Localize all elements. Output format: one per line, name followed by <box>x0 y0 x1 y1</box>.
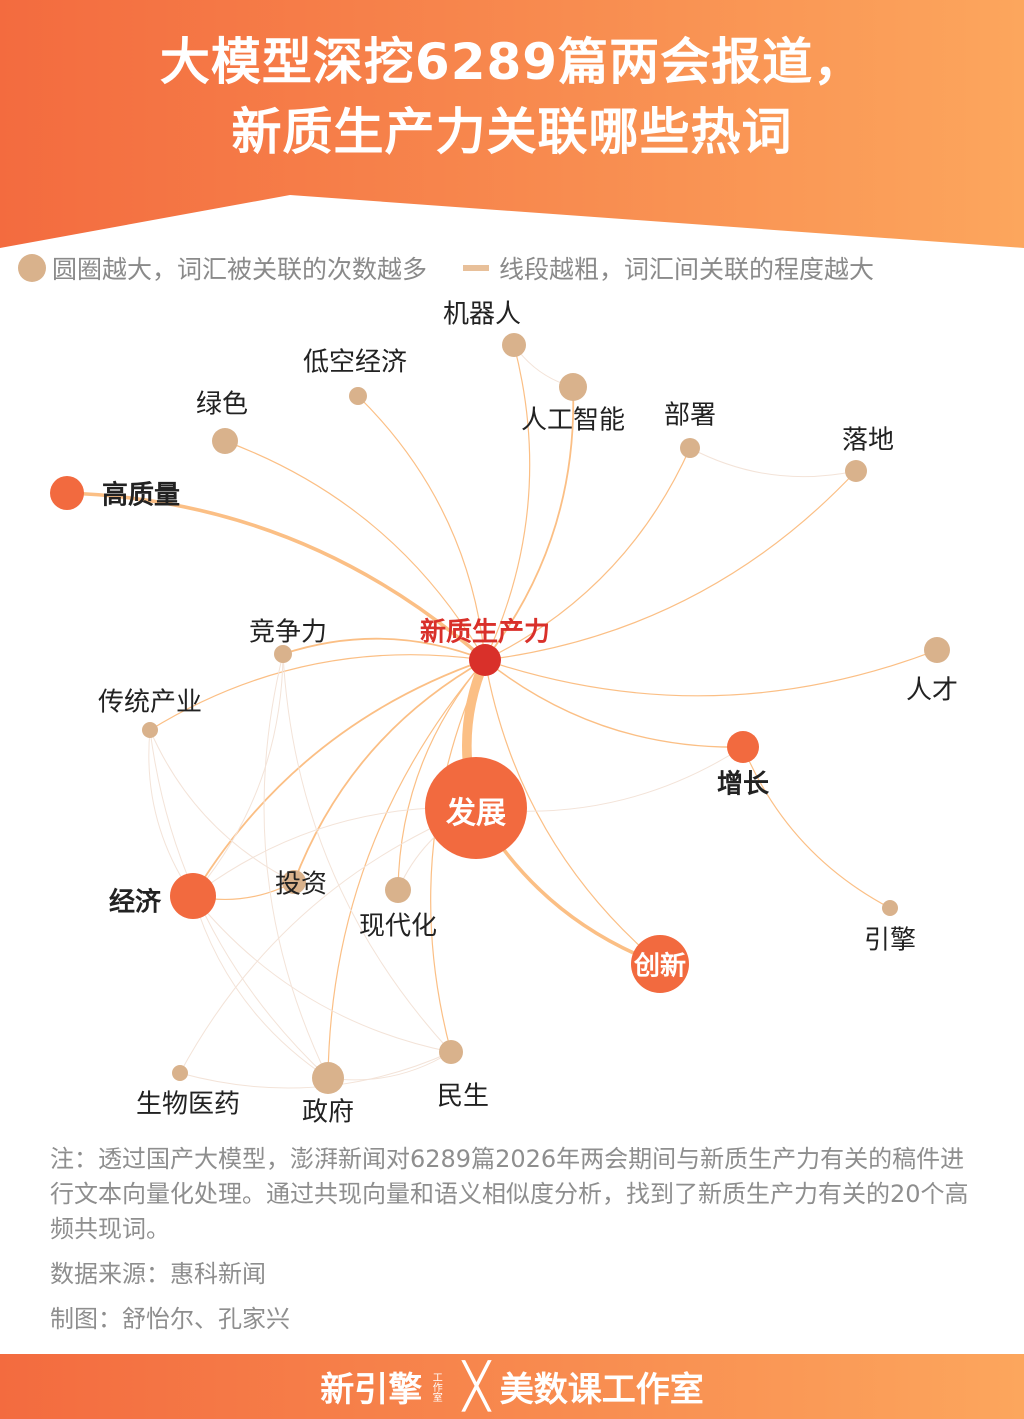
node-deploy <box>680 438 700 458</box>
node-econ <box>170 873 216 919</box>
node-label-econ: 经济 <box>108 887 162 918</box>
edge-nqpf-quality <box>66 491 487 662</box>
edge-nqpf-land <box>484 470 857 661</box>
brand-logo-2: 美数课工作室 <box>499 1370 704 1410</box>
node-nqpf <box>469 644 501 676</box>
node-trad <box>142 722 158 738</box>
node-label-trad: 传统产业 <box>97 687 203 718</box>
title-line-2: 新质生产力关联哪些热词 <box>231 103 793 161</box>
edge-nqpf-talent <box>484 649 938 697</box>
edge-deploy-land <box>689 447 857 478</box>
node-live <box>439 1040 463 1064</box>
node-label-quality: 高质量 <box>101 480 181 511</box>
node-modern <box>385 877 411 903</box>
node-green <box>212 428 238 454</box>
node-ai <box>559 373 587 401</box>
node-label-compete: 竞争力 <box>248 617 328 648</box>
node-bio <box>172 1065 188 1081</box>
node-innov <box>631 935 689 993</box>
node-dev <box>425 757 527 859</box>
edge-trad-econ <box>148 729 194 897</box>
source-text: 数据来源：惠科新闻 <box>50 1260 266 1288</box>
edge-nqpf-gov <box>327 659 486 1079</box>
node-label-growth: 增长 <box>716 769 770 800</box>
edge-nqpf-invest <box>293 659 486 883</box>
node-label-dev: 发展 <box>446 796 506 831</box>
edge-nqpf-ai <box>484 386 575 661</box>
node-talent <box>924 637 950 663</box>
node-gov <box>312 1062 344 1094</box>
notes: 注：透过国产大模型，澎湃新闻对6289篇2026年两会期间与新质生产力有关的稿件… <box>50 1142 970 1347</box>
node-engine <box>882 900 898 916</box>
node-label-land: 落地 <box>841 425 895 456</box>
node-label-engine: 引擎 <box>863 925 917 956</box>
network-svg <box>50 333 950 1094</box>
node-label-green: 绿色 <box>195 389 249 420</box>
node-label-gov: 政府 <box>301 1097 355 1128</box>
edge-dev-bio <box>179 807 477 1074</box>
edge-nqpf-deploy <box>484 447 691 661</box>
edge-nqpf-lowalt <box>357 395 486 661</box>
header-wave <box>0 195 1024 252</box>
edge-trad-gov <box>149 729 329 1079</box>
edge-nqpf-compete <box>282 637 486 661</box>
edge-econ-compete <box>192 653 284 897</box>
edge-nqpf-green <box>224 440 486 661</box>
line-legend-icon <box>463 265 490 271</box>
edge-growth-engine <box>742 746 891 909</box>
node-land <box>845 460 867 482</box>
node-label-robot: 机器人 <box>442 299 522 330</box>
brand-logo-1: 新引擎 <box>320 1370 423 1410</box>
node-label-deploy: 部署 <box>663 400 717 431</box>
edge-nqpf-innov <box>484 659 661 965</box>
node-growth <box>727 731 759 763</box>
node-label-nqpf: 新质生产力 <box>419 617 551 648</box>
edge-nqpf-robot <box>484 344 531 661</box>
edge-compete-live <box>282 653 452 1053</box>
brand-logo-1-sub: 工作室 <box>430 1371 442 1402</box>
edge-nqpf-trad <box>149 654 486 731</box>
author-text: 制图：舒怡尔、孔家兴 <box>50 1305 290 1333</box>
edge-nqpf-live <box>430 659 486 1053</box>
edge-trad-invest <box>149 729 295 883</box>
note-text: 注：透过国产大模型，澎湃新闻对6289篇2026年两会期间与新质生产力有关的稿件… <box>50 1145 969 1243</box>
node-label-talent: 人才 <box>905 675 959 706</box>
node-label-innov: 创新 <box>633 951 687 982</box>
node-label-modern: 现代化 <box>358 911 438 942</box>
circle-legend-text: 圆圈越大，词汇被关联的次数越多 <box>52 255 428 284</box>
node-invest <box>282 870 306 894</box>
node-label-invest: 投资 <box>274 869 328 900</box>
edge-econ-live <box>192 895 452 1053</box>
network-diagram: 机器人人工智能 低空经济绿色 部署落地高质量竞争力 新质生产力传统产业 人才增长发展经济… <box>0 290 1024 1140</box>
node-lowalt <box>349 387 367 405</box>
node-label-lowalt: 低空经济 <box>302 347 408 378</box>
footer-banner: 新引擎 工作室 ╳ 美数课工作室 <box>0 1354 1024 1419</box>
edge-nqpf-growth <box>484 659 744 748</box>
header-banner: 大模型深挖6289篇两会报道， 新质生产力关联哪些热词 <box>0 0 1024 252</box>
node-label-ai: 人工智能 <box>520 405 626 436</box>
node-label-bio: 生物医药 <box>135 1089 241 1120</box>
circle-legend-icon <box>18 254 46 282</box>
edge-econ-gov <box>192 895 329 1079</box>
line-legend-text: 线段越粗，词汇间关联的程度越大 <box>499 255 875 284</box>
node-label-live: 民生 <box>436 1081 490 1112</box>
node-quality <box>50 476 84 510</box>
node-compete <box>274 645 292 663</box>
cross-icon: ╳ <box>463 1361 490 1412</box>
edge-nqpf-econ <box>192 659 486 897</box>
node-robot <box>502 333 526 357</box>
edge-gov-live <box>327 1051 452 1081</box>
title-line-1: 大模型深挖6289篇两会报道， <box>159 33 865 91</box>
legend: 圆圈越大，词汇被关联的次数越多 线段越粗，词汇间关联的程度越大 <box>18 250 874 286</box>
edge-compete-gov <box>263 653 329 1079</box>
